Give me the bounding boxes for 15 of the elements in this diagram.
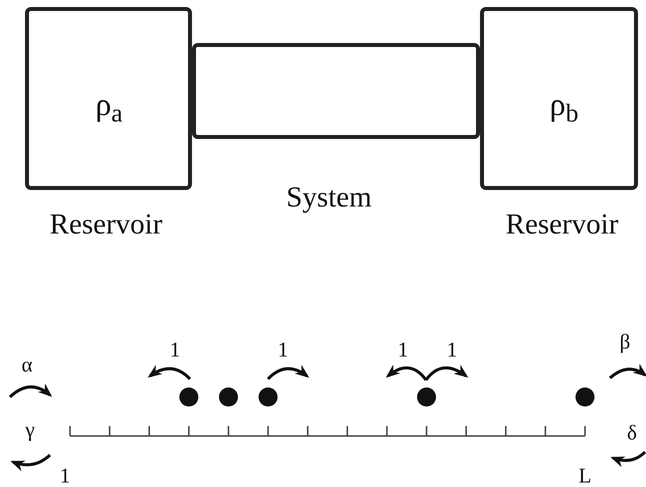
rate-label: δ <box>627 422 637 444</box>
density-label: ρ$_{b}$ <box>550 88 578 126</box>
rate-label: 1 <box>446 340 458 360</box>
rate-label: β <box>620 332 630 352</box>
site-index: L <box>578 466 592 486</box>
site-index: 1 <box>60 466 70 486</box>
rate-label: γ <box>25 420 35 440</box>
rate-label: α <box>22 354 32 376</box>
rate-label: 1 <box>398 340 408 360</box>
name-label: Reservoir <box>506 210 618 240</box>
density-label: ρ$_{a}$ <box>95 88 123 126</box>
name-label: System <box>286 184 372 212</box>
rate-label: 1 <box>170 340 180 360</box>
rate-label: 1 <box>278 340 288 360</box>
name-label: Reservoir <box>50 210 162 240</box>
